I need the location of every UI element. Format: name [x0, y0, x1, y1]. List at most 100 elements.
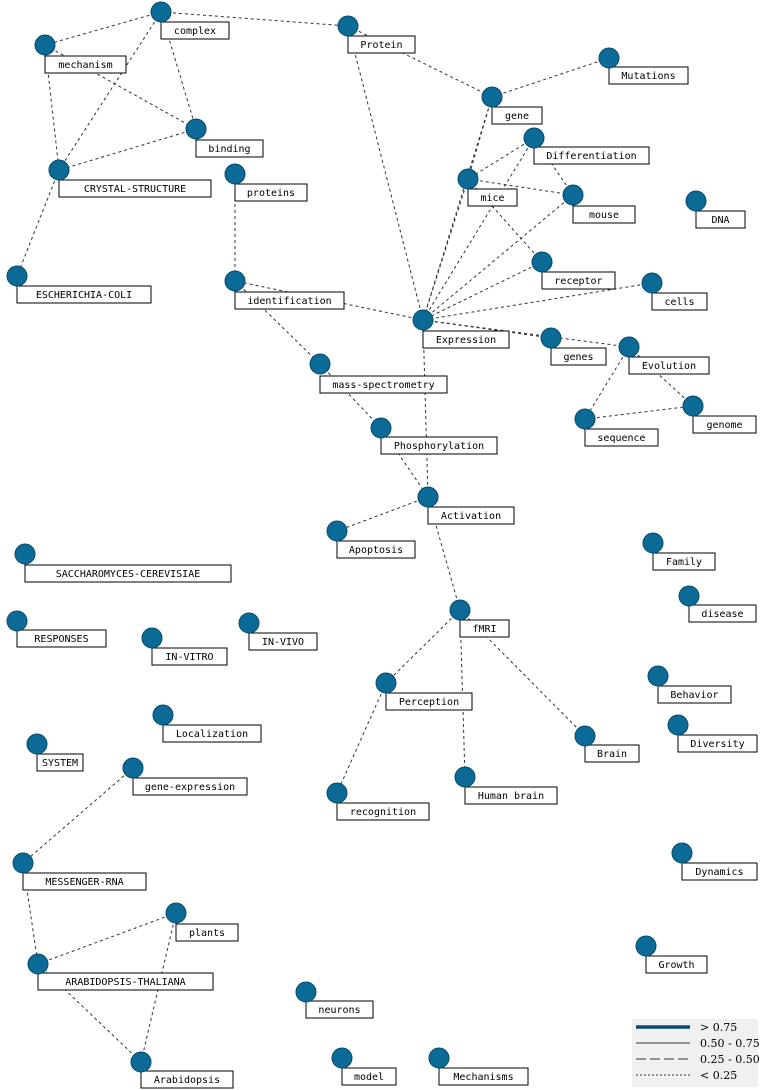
- node-apoptosis[interactable]: Apoptosis: [326, 520, 416, 559]
- node-geneexpression[interactable]: gene-expression: [122, 757, 248, 796]
- node-label-box: [336, 802, 430, 821]
- node-label-box: [677, 734, 758, 753]
- node-fmri[interactable]: fMRI: [449, 599, 510, 638]
- node-recognition[interactable]: recognition: [326, 782, 430, 821]
- node-circle: [14, 543, 36, 565]
- node-label-box: [305, 1000, 374, 1019]
- node-protein[interactable]: Protein: [337, 15, 416, 54]
- node-perception[interactable]: Perception: [375, 672, 473, 711]
- node-gene[interactable]: gene: [481, 86, 543, 125]
- edge-binding-crystal: [58, 128, 197, 171]
- node-label: Perception: [399, 697, 459, 708]
- node-massspec[interactable]: mass-spectrometry: [309, 353, 448, 394]
- node-brain[interactable]: Brain: [574, 725, 640, 763]
- node-neurons[interactable]: neurons: [295, 981, 374, 1019]
- node-growth[interactable]: Growth: [635, 935, 708, 974]
- node-genes[interactable]: genes: [540, 327, 607, 366]
- node-sequence[interactable]: sequence: [574, 408, 659, 447]
- node-circle: [152, 704, 174, 726]
- node-circle: [481, 86, 503, 108]
- legend-background: [632, 1019, 758, 1087]
- node-circle: [337, 15, 359, 37]
- node-label-box: [584, 744, 640, 763]
- node-mutations[interactable]: Mutations: [598, 47, 689, 85]
- node-circle: [562, 184, 584, 206]
- edge-fmri-perception: [385, 609, 461, 684]
- node-expression[interactable]: Expression: [412, 309, 510, 349]
- node-label: plants: [189, 928, 225, 939]
- node-label-box: [195, 139, 264, 158]
- node-label: Behavior: [670, 690, 718, 701]
- node-label: Evolution: [642, 361, 696, 372]
- node-label: ARABIDOPSIS-THALIANA: [65, 977, 185, 988]
- node-mouse[interactable]: mouse: [562, 184, 636, 224]
- node-genome[interactable]: genome: [682, 395, 757, 434]
- node-label: Diversity: [690, 739, 744, 750]
- node-family[interactable]: Family: [642, 532, 716, 571]
- edge-crystal-ecoli: [16, 169, 60, 277]
- node-circle: [647, 665, 669, 687]
- node-label: mechanism: [58, 60, 112, 71]
- node-dynamics[interactable]: Dynamics: [671, 842, 758, 881]
- node-label: mass-spectrometry: [332, 380, 434, 391]
- node-mechanisms[interactable]: Mechanisms: [428, 1047, 529, 1086]
- node-label-box: [459, 619, 510, 638]
- edge-cells-expression: [422, 282, 653, 321]
- node-label-box: [657, 685, 732, 704]
- edge-receptor-expression: [422, 261, 543, 321]
- node-mice[interactable]: mice: [457, 168, 518, 207]
- node-model[interactable]: model: [331, 1047, 397, 1086]
- node-label-box: [380, 436, 498, 455]
- node-cells[interactable]: cells: [641, 272, 708, 311]
- node-circle: [150, 1, 172, 23]
- node-evolution[interactable]: Evolution: [618, 336, 710, 375]
- node-circle: [224, 270, 246, 292]
- node-activation[interactable]: Activation: [417, 486, 515, 525]
- node-ecoli[interactable]: ESCHERICHIA-COLI: [6, 265, 152, 304]
- node-localization[interactable]: Localization: [152, 704, 262, 743]
- node-disease[interactable]: disease: [678, 585, 757, 623]
- node-label: Growth: [658, 960, 694, 971]
- node-phosphorylation[interactable]: Phosphorylation: [370, 417, 498, 455]
- node-diversity[interactable]: Diversity: [667, 714, 758, 753]
- node-proteins[interactable]: proteins: [224, 163, 308, 202]
- node-invitro[interactable]: IN-VITRO: [141, 627, 228, 666]
- node-binding[interactable]: binding: [185, 118, 264, 158]
- node-circle: [141, 627, 163, 649]
- node-label: Arabidopsis: [154, 1075, 220, 1086]
- node-circle: [635, 935, 657, 957]
- node-label-box: [533, 146, 650, 165]
- node-label-box: [175, 923, 239, 942]
- node-label-box: [151, 647, 228, 666]
- node-mechanism[interactable]: mechanism: [34, 34, 127, 74]
- node-behavior[interactable]: Behavior: [647, 665, 732, 704]
- edge-geneexpression-messengerrna: [22, 767, 134, 864]
- edge-perception-recognition: [336, 682, 387, 794]
- node-arabidopsisthaliana[interactable]: ARABIDOPSIS-THALIANA: [27, 953, 214, 991]
- node-label-box: [132, 777, 248, 796]
- node-system[interactable]: SYSTEM: [26, 733, 84, 772]
- node-circle: [671, 842, 693, 864]
- node-label: mouse: [589, 210, 619, 221]
- node-plants[interactable]: plants: [165, 902, 239, 942]
- node-humanbrain[interactable]: Human brain: [454, 766, 558, 805]
- node-circle: [12, 852, 34, 874]
- node-identification[interactable]: identification: [224, 270, 345, 310]
- node-arabidopsis[interactable]: Arabidopsis: [130, 1051, 234, 1089]
- legend: > 0.75 0.50 - 0.75 0.25 - 0.50 < 0.25: [632, 1019, 760, 1087]
- node-label: proteins: [247, 188, 295, 199]
- node-responses[interactable]: RESPONSES: [6, 610, 107, 648]
- node-receptor[interactable]: receptor: [531, 251, 616, 290]
- node-complex[interactable]: complex: [150, 1, 230, 40]
- node-crystal[interactable]: CRYSTAL-STRUCTURE: [48, 159, 212, 198]
- node-differentiation[interactable]: Differentiation: [523, 127, 650, 165]
- node-messengerrna[interactable]: MESSENGER-RNA: [12, 852, 147, 891]
- edge-gene-mutations: [491, 57, 610, 98]
- node-saccharomyces[interactable]: SACCHAROMYCES-CEREVISIAE: [14, 543, 232, 583]
- node-circle: [26, 733, 48, 755]
- node-invivo[interactable]: IN-VIVO: [238, 612, 318, 651]
- node-label-box: [695, 210, 746, 229]
- node-label-box: [422, 330, 510, 349]
- node-dna[interactable]: DNA: [685, 190, 746, 229]
